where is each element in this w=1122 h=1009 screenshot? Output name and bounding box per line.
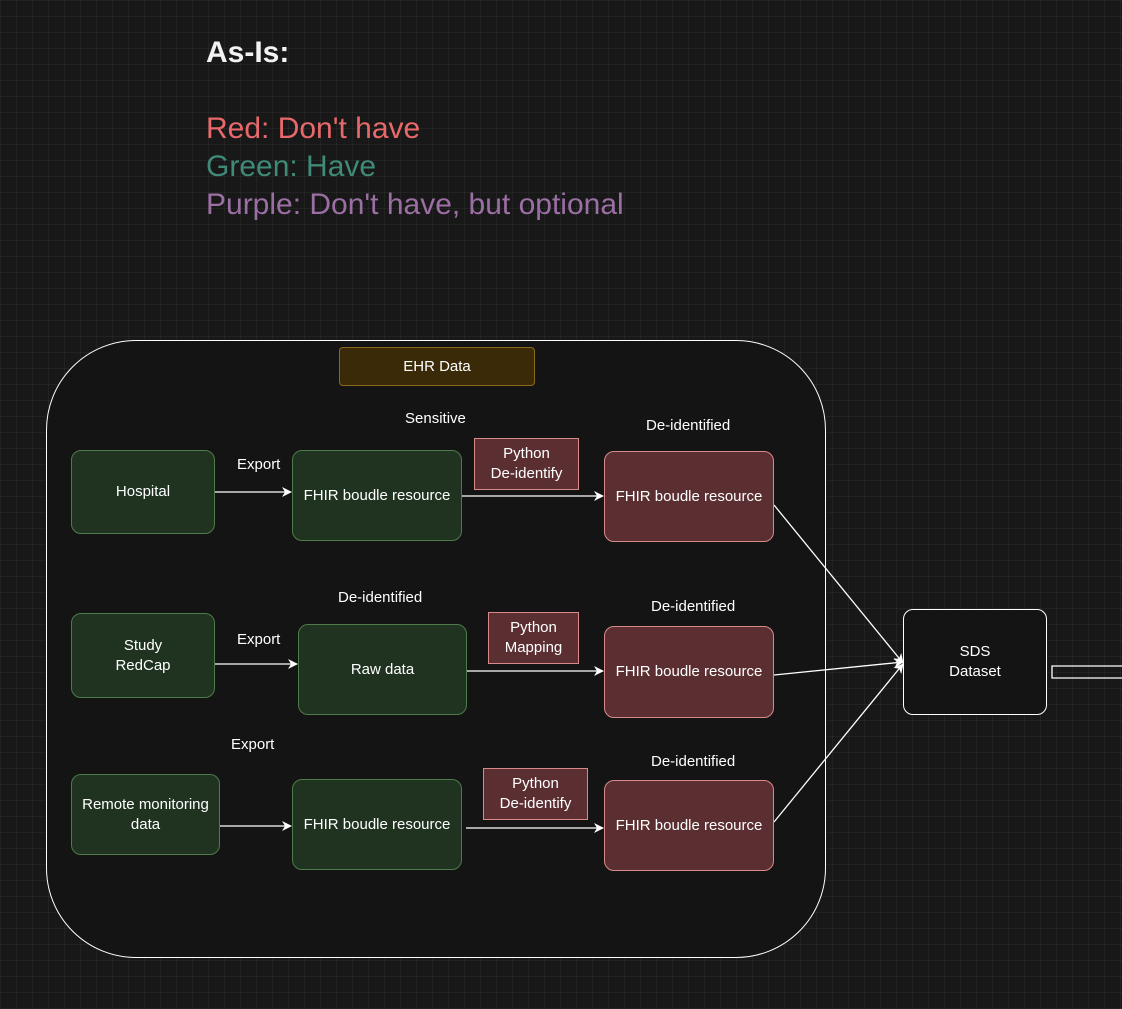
node-fhir-deidentified-3-label: FHIR boudle resource: [615, 816, 763, 834]
node-hospital[interactable]: Hospital: [71, 450, 215, 534]
node-hospital-label: Hospital: [115, 483, 171, 500]
node-fhir-remote[interactable]: FHIR boudle resource: [292, 779, 462, 870]
arrow-out3-to-sds: [773, 663, 904, 823]
status-deidentified-2: De-identified: [651, 598, 736, 615]
legend-green: Green: Have: [206, 150, 377, 183]
arrow-sds-out: [1051, 665, 1122, 679]
node-fhir-remote-label: FHIR boudle resource: [303, 815, 451, 833]
status-deidentified-3: De-identified: [651, 753, 736, 770]
node-study-redcap[interactable]: Study RedCap: [71, 613, 215, 698]
edge-label-export-3: Export: [231, 736, 275, 753]
edge-label-export-2: Export: [237, 631, 281, 648]
node-fhir-deidentified-1[interactable]: FHIR boudle resource: [604, 451, 774, 542]
process-python-deidentify-1[interactable]: Python De-identify: [474, 438, 579, 490]
status-sensitive: Sensitive: [405, 410, 466, 427]
ehr-data-label[interactable]: EHR Data: [339, 347, 535, 386]
node-remote-monitoring[interactable]: Remote monitoring data: [71, 774, 220, 855]
process-python-deidentify-3[interactable]: Python De-identify: [483, 768, 588, 820]
node-raw-data-label: Raw data: [350, 660, 415, 678]
node-fhir-deidentified-3[interactable]: FHIR boudle resource: [604, 780, 774, 871]
node-sds-dataset[interactable]: SDS Dataset: [903, 609, 1047, 715]
node-fhir-sensitive[interactable]: FHIR boudle resource: [292, 450, 462, 541]
legend-purple: Purple: Don't have, but optional: [206, 188, 624, 221]
edge-label-export-1: Export: [237, 456, 281, 473]
arrow-out2-to-sds: [773, 657, 904, 676]
node-raw-data[interactable]: Raw data: [298, 624, 467, 715]
page-title: As-Is:: [206, 36, 290, 69]
arrow-out1-to-sds: [773, 504, 904, 664]
status-deidentified-1: De-identified: [646, 417, 731, 434]
node-fhir-deidentified-2-label: FHIR boudle resource: [615, 663, 763, 680]
status-deidentified-raw: De-identified: [338, 589, 423, 606]
process-python-mapping[interactable]: Python Mapping: [488, 612, 579, 664]
node-fhir-sensitive-label: FHIR boudle resource: [303, 486, 451, 504]
legend-red: Red: Don't have: [206, 112, 421, 145]
node-fhir-deidentified-1-label: FHIR boudle resource: [615, 487, 763, 505]
node-fhir-deidentified-2[interactable]: FHIR boudle resource: [604, 626, 774, 718]
